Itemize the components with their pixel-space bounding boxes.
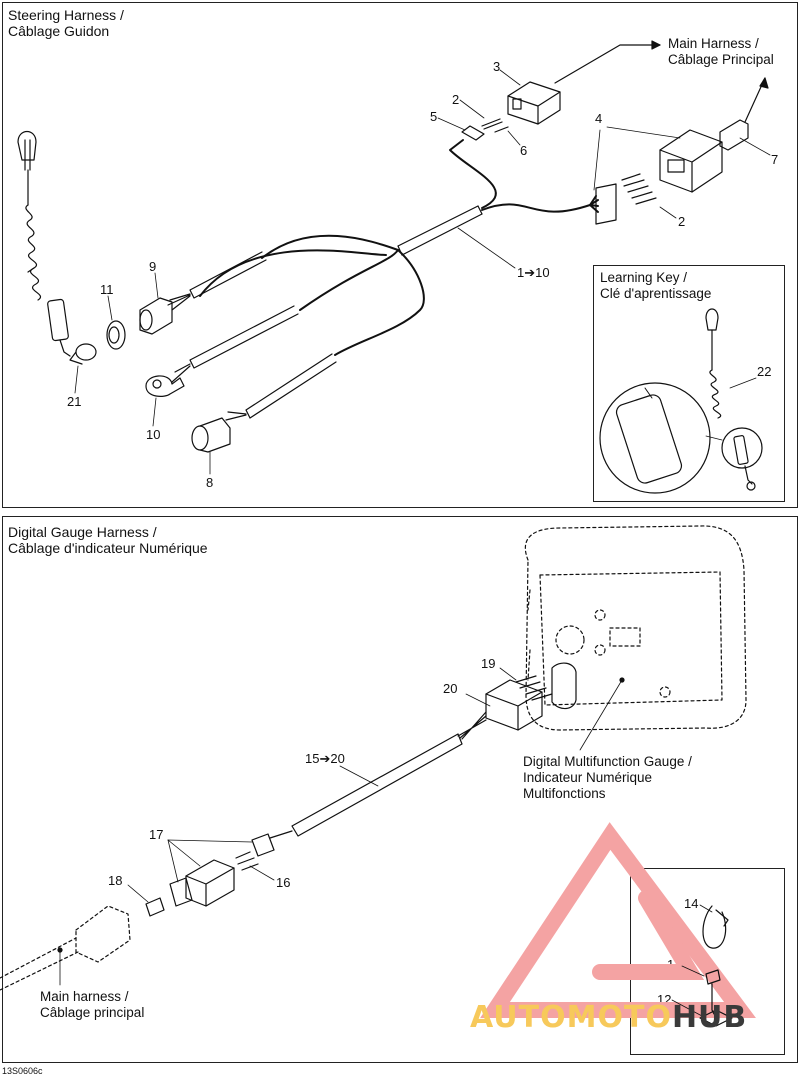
steering-title-en: Steering Harness / bbox=[8, 7, 124, 23]
callout-6: 6 bbox=[520, 143, 528, 158]
branch-wires bbox=[199, 234, 425, 356]
switch-9 bbox=[139, 272, 173, 335]
pins-2b bbox=[621, 173, 677, 219]
connector-3 bbox=[499, 69, 561, 125]
seal-7 bbox=[719, 119, 771, 156]
callout-5: 5 bbox=[430, 109, 438, 124]
callout-8: 8 bbox=[206, 475, 214, 490]
main-harness-label-fr: Câblage Principal bbox=[668, 52, 774, 67]
seal-17-right bbox=[251, 833, 275, 857]
connector-20 bbox=[465, 662, 577, 731]
wedge-18 bbox=[127, 884, 165, 917]
lanyard-key bbox=[17, 130, 71, 357]
callout-22: 22 bbox=[757, 364, 772, 379]
gauge-label-line3: Multifonctions bbox=[523, 786, 606, 801]
cap-21 bbox=[69, 343, 97, 394]
bottom-main-harness-en: Main harness / bbox=[40, 989, 129, 1004]
callout-4: 4 bbox=[595, 111, 603, 126]
wires-to-connector-4 bbox=[449, 139, 599, 213]
pins-2a bbox=[459, 99, 503, 130]
callout-9: 9 bbox=[149, 259, 157, 274]
watermark-text: AUTOMOTOHUB bbox=[470, 1000, 747, 1035]
pin-6 bbox=[494, 126, 521, 146]
callout-17: 17 bbox=[149, 827, 164, 842]
fastener-detail-box bbox=[630, 868, 785, 1055]
watermark-part1: AUTOMOTO bbox=[470, 1000, 672, 1035]
harness-sleeve-gauge bbox=[269, 711, 487, 839]
sensor-8 bbox=[191, 417, 231, 475]
cable-tie-14 bbox=[699, 904, 729, 949]
nut-11 bbox=[106, 295, 126, 350]
callout-3: 3 bbox=[493, 59, 501, 74]
main-harness-dashed bbox=[0, 905, 131, 991]
sleeve-to-10 bbox=[171, 305, 299, 383]
harness-sleeve-main bbox=[397, 205, 483, 256]
callout-1-10: 1➔10 bbox=[517, 265, 550, 280]
callout-20: 20 bbox=[443, 681, 458, 696]
gauge-title-en: Digital Gauge Harness / bbox=[8, 524, 157, 540]
main-harness-label-en: Main Harness / bbox=[668, 36, 759, 51]
gauge-title-fr: Câblage d'indicateur Numérique bbox=[8, 540, 208, 556]
learning-key-box bbox=[593, 265, 785, 502]
arrow-to-main-harness bbox=[554, 40, 661, 84]
callout-21: 21 bbox=[67, 394, 82, 409]
steering-title-fr: Câblage Guidon bbox=[8, 23, 110, 39]
leader-1-10 bbox=[457, 227, 516, 269]
seal-5 bbox=[437, 117, 485, 141]
gauge-leader bbox=[579, 679, 623, 751]
gauge-leader-dot bbox=[619, 677, 625, 683]
connector-17 bbox=[167, 839, 253, 907]
gauge-outline bbox=[524, 525, 747, 731]
figure-code: 13S0606c bbox=[2, 1066, 43, 1076]
callout-15-20: 15➔20 bbox=[305, 751, 345, 766]
gauge-label-line2: Indicateur Numérique bbox=[523, 770, 653, 785]
clip-12 bbox=[671, 999, 733, 1027]
callout-7: 7 bbox=[771, 152, 779, 167]
sleeve-to-9 bbox=[167, 251, 267, 311]
callout-11: 11 bbox=[100, 282, 114, 297]
main-harness-leader-dot bbox=[57, 947, 63, 953]
sleeve-to-8 bbox=[225, 353, 337, 421]
screw-13 bbox=[681, 965, 721, 1015]
arrow-from-7 bbox=[744, 77, 769, 123]
pins-19 bbox=[499, 667, 553, 701]
ring-terminal-10 bbox=[145, 375, 185, 427]
learning-key-label-fr: Clé d'aprentissage bbox=[600, 286, 712, 301]
callout-19: 19 bbox=[481, 656, 496, 671]
callout-10: 10 bbox=[146, 427, 161, 442]
callout-2b: 2 bbox=[678, 214, 686, 229]
learning-key-label-en: Learning Key / bbox=[600, 270, 688, 285]
callout-2a: 2 bbox=[452, 92, 460, 107]
pins-16 bbox=[235, 851, 275, 881]
callout-16: 16 bbox=[276, 875, 291, 890]
bottom-main-harness-fr: Câblage principal bbox=[40, 1005, 145, 1020]
callout-18: 18 bbox=[108, 873, 123, 888]
connector-4 bbox=[593, 126, 723, 225]
watermark-part2: HUB bbox=[671, 1000, 748, 1035]
gauge-label-line1: Digital Multifunction Gauge / bbox=[523, 754, 692, 769]
callout-14: 14 bbox=[684, 896, 699, 911]
learning-key-detail bbox=[599, 308, 763, 494]
watermark-triangle-icon bbox=[480, 822, 756, 1018]
